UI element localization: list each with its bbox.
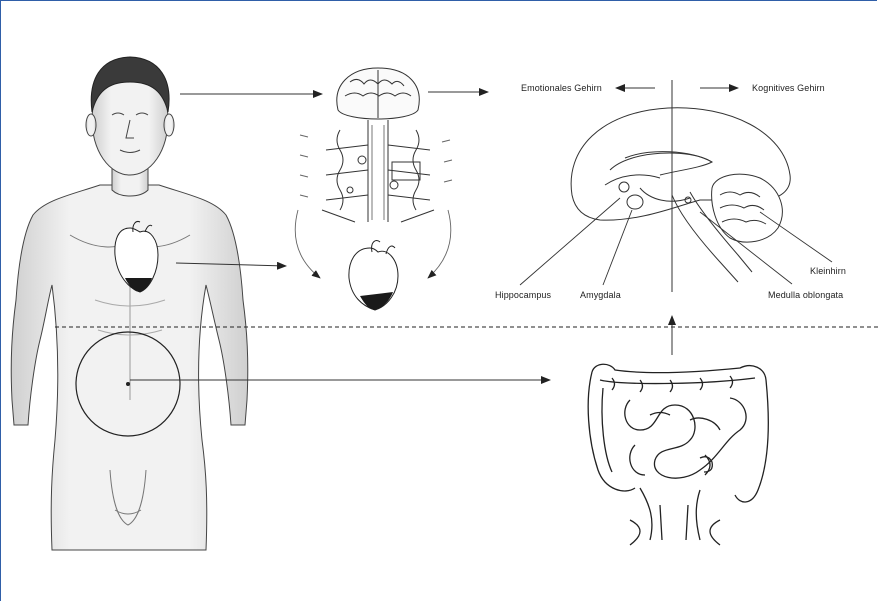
human-figure	[11, 57, 248, 550]
curved-arrow-left	[295, 210, 320, 278]
intestine-illustration	[588, 364, 768, 545]
amygdala-pointer	[603, 210, 632, 285]
curved-arrow-right	[428, 210, 451, 278]
amygdala-label: Amygdala	[580, 290, 621, 300]
medulla-label: Medulla oblongata	[768, 290, 843, 300]
cerebellum-pointer	[760, 212, 832, 262]
hippocampus-label: Hippocampus	[495, 290, 551, 300]
gut-region-dot	[126, 382, 130, 386]
emotional-brain-label: Emotionales Gehirn	[521, 83, 602, 93]
nervous-system-illustration	[300, 68, 452, 222]
brain-sagittal	[571, 108, 790, 282]
cognitive-brain-label: Kognitives Gehirn	[752, 83, 825, 93]
hippocampus-pointer	[520, 198, 620, 285]
cerebellum-label: Kleinhirn	[810, 266, 846, 276]
heart-illustration	[349, 240, 398, 310]
